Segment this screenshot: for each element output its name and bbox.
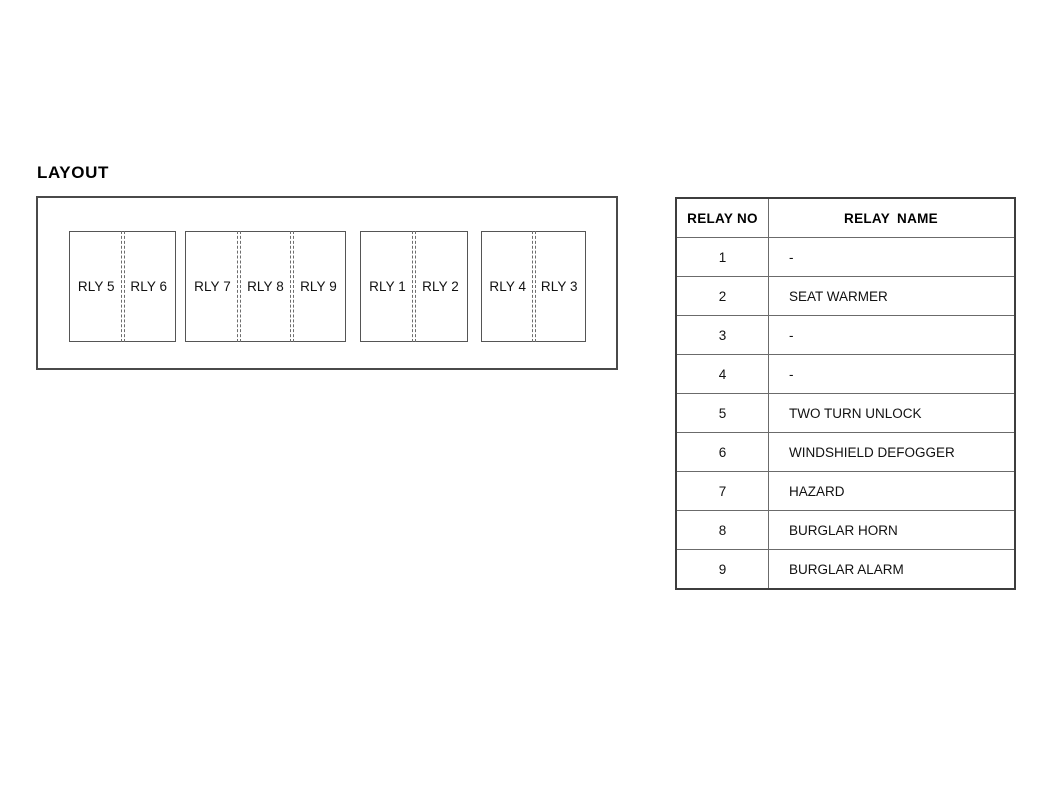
cell-relay-name: BURGLAR ALARM [768, 549, 1015, 589]
cell-relay-name: HAZARD [768, 471, 1015, 511]
relay-cell-rly4: RLY 4 [489, 279, 527, 294]
relay-cell-rly5: RLY 5 [77, 279, 115, 294]
relay-cell-rly1: RLY 1 [369, 279, 406, 294]
cell-relay-no: 4 [676, 354, 769, 394]
relay-block-2: RLY 7 RLY 8 RLY 9 [185, 231, 346, 342]
table-row: 1- [676, 237, 1015, 277]
layout-enclosure-box: RLY 5 RLY 6 RLY 7 RLY 8 RLY 9 RLY 1 RLY … [36, 196, 618, 370]
cell-relay-name: - [768, 237, 1015, 277]
cell-relay-name: - [768, 354, 1015, 394]
relay-cell-rly8: RLY 8 [236, 231, 292, 342]
header-relay-no: RELAY NO [676, 198, 769, 238]
cell-relay-no: 7 [676, 471, 769, 511]
relay-cell-rly9: RLY 9 [289, 231, 345, 342]
cell-relay-name: WINDSHIELD DEFOGGER [768, 432, 1015, 472]
relay-table-head: RELAY NO RELAY NAME [676, 198, 1015, 238]
layout-title: LAYOUT [37, 163, 109, 182]
relay-block-4: RLY 4 RLY 3 [481, 231, 586, 342]
cell-relay-no: 8 [676, 510, 769, 550]
table-header-row: RELAY NO RELAY NAME [676, 198, 1015, 238]
cell-relay-no: 1 [676, 237, 769, 277]
cell-relay-no: 3 [676, 315, 769, 355]
cell-relay-no: 2 [676, 276, 769, 316]
cell-relay-name: - [768, 315, 1015, 355]
relay-block-group: RLY 5 RLY 6 RLY 7 RLY 8 RLY 9 RLY 1 RLY … [38, 198, 616, 368]
cell-relay-name: SEAT WARMER [768, 276, 1015, 316]
cell-relay-no: 9 [676, 549, 769, 589]
table-row: 3- [676, 315, 1015, 355]
header-relay-name-word2: NAME [897, 210, 938, 226]
relay-cell-rly3: RLY 3 [531, 231, 586, 342]
cell-relay-no: 5 [676, 393, 769, 433]
cell-relay-no: 6 [676, 432, 769, 472]
table-row: 4- [676, 354, 1015, 394]
relay-cell-rly7: RLY 7 [194, 279, 231, 294]
relay-block-1: RLY 5 RLY 6 [69, 231, 176, 342]
layout-section: LAYOUT RLY 5 RLY 6 RLY 7 RLY 8 RLY 9 RLY… [36, 163, 620, 370]
header-relay-name-word1: RELAY [844, 210, 891, 226]
cell-relay-name: TWO TURN UNLOCK [768, 393, 1015, 433]
relay-cell-rly6: RLY 6 [120, 231, 176, 342]
relay-block-3: RLY 1 RLY 2 [360, 231, 468, 342]
relay-cell-rly2: RLY 2 [412, 231, 467, 342]
cell-relay-name: BURGLAR HORN [768, 510, 1015, 550]
header-relay-name: RELAY NAME [768, 198, 1015, 238]
